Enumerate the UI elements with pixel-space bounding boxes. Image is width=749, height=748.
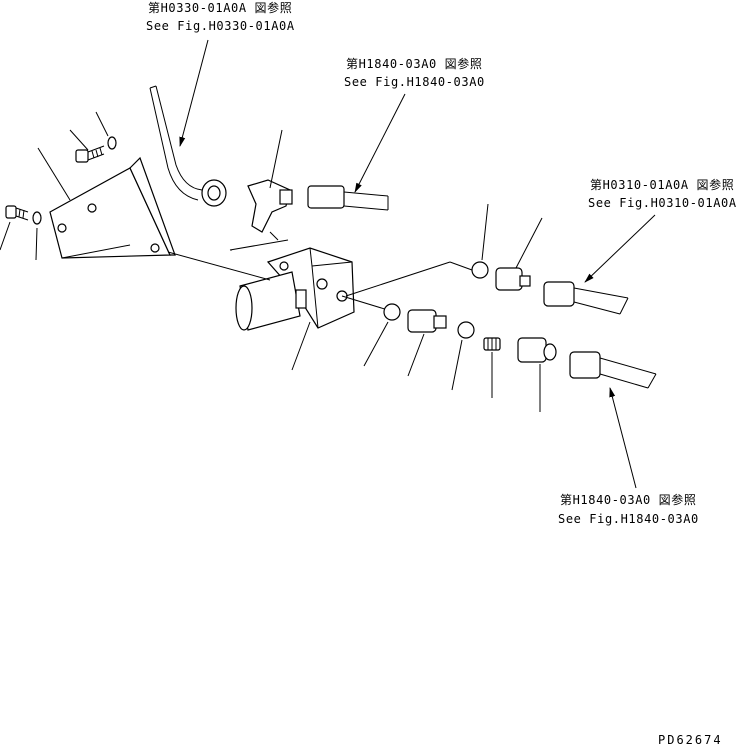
hose-upper [149, 85, 227, 207]
assembly-line-2 [345, 261, 451, 297]
reference-2-arrow [354, 93, 406, 193]
reference-4-arrow [609, 387, 637, 489]
reference-4-en: See Fig.H1840-03A0 [558, 512, 699, 526]
leader-lines [0, 111, 543, 412]
bolt-left [5, 205, 29, 221]
elbow-fitting [247, 179, 293, 241]
plug-small [483, 337, 501, 351]
hose-end-right-lower [569, 351, 657, 389]
o-ring-2 [383, 303, 401, 321]
reference-1-jp: 第H0330-01A0A 図参照 [148, 0, 292, 15]
valve-block [235, 247, 355, 331]
o-ring-3 [457, 321, 475, 339]
bolt-top [75, 145, 105, 163]
reference-2-en: See Fig.H1840-03A0 [344, 75, 485, 89]
reference-3-arrow [584, 214, 656, 283]
assembly-line-3 [449, 261, 473, 271]
o-ring-1 [471, 261, 489, 279]
nut-cap [517, 337, 557, 363]
reference-4-jp: 第H1840-03A0 図参照 [560, 492, 696, 507]
assembly-line-1 [167, 251, 271, 281]
adapter-middle [407, 309, 447, 333]
reference-3-jp: 第H0310-01A0A 図参照 [590, 177, 734, 192]
assembly-line-4 [341, 295, 389, 311]
reference-2-jp: 第H1840-03A0 図参照 [346, 56, 482, 71]
reference-label-3: 第H0310-01A0A 図参照 See Fig.H0310-01A0A [588, 177, 737, 210]
reference-label-2: 第H1840-03A0 図参照 See Fig.H1840-03A0 [344, 56, 485, 89]
reference-label-1: 第H0330-01A0A 図参照 See Fig.H0330-01A0A [146, 0, 295, 33]
reference-label-4: 第H1840-03A0 図参照 See Fig.H1840-03A0 [558, 492, 699, 526]
hose-end-upper [307, 185, 389, 211]
hose-end-right-upper [543, 281, 629, 315]
reference-1-en: See Fig.H0330-01A0A [146, 19, 295, 33]
reference-3-en: See Fig.H0310-01A0A [588, 196, 737, 210]
adapter-upper [495, 267, 531, 291]
washer-top [107, 136, 117, 150]
bracket-plate [49, 156, 176, 259]
drawing-code: PD62674 [658, 733, 723, 747]
washer-left [32, 211, 42, 225]
reference-1-arrow [179, 39, 209, 147]
